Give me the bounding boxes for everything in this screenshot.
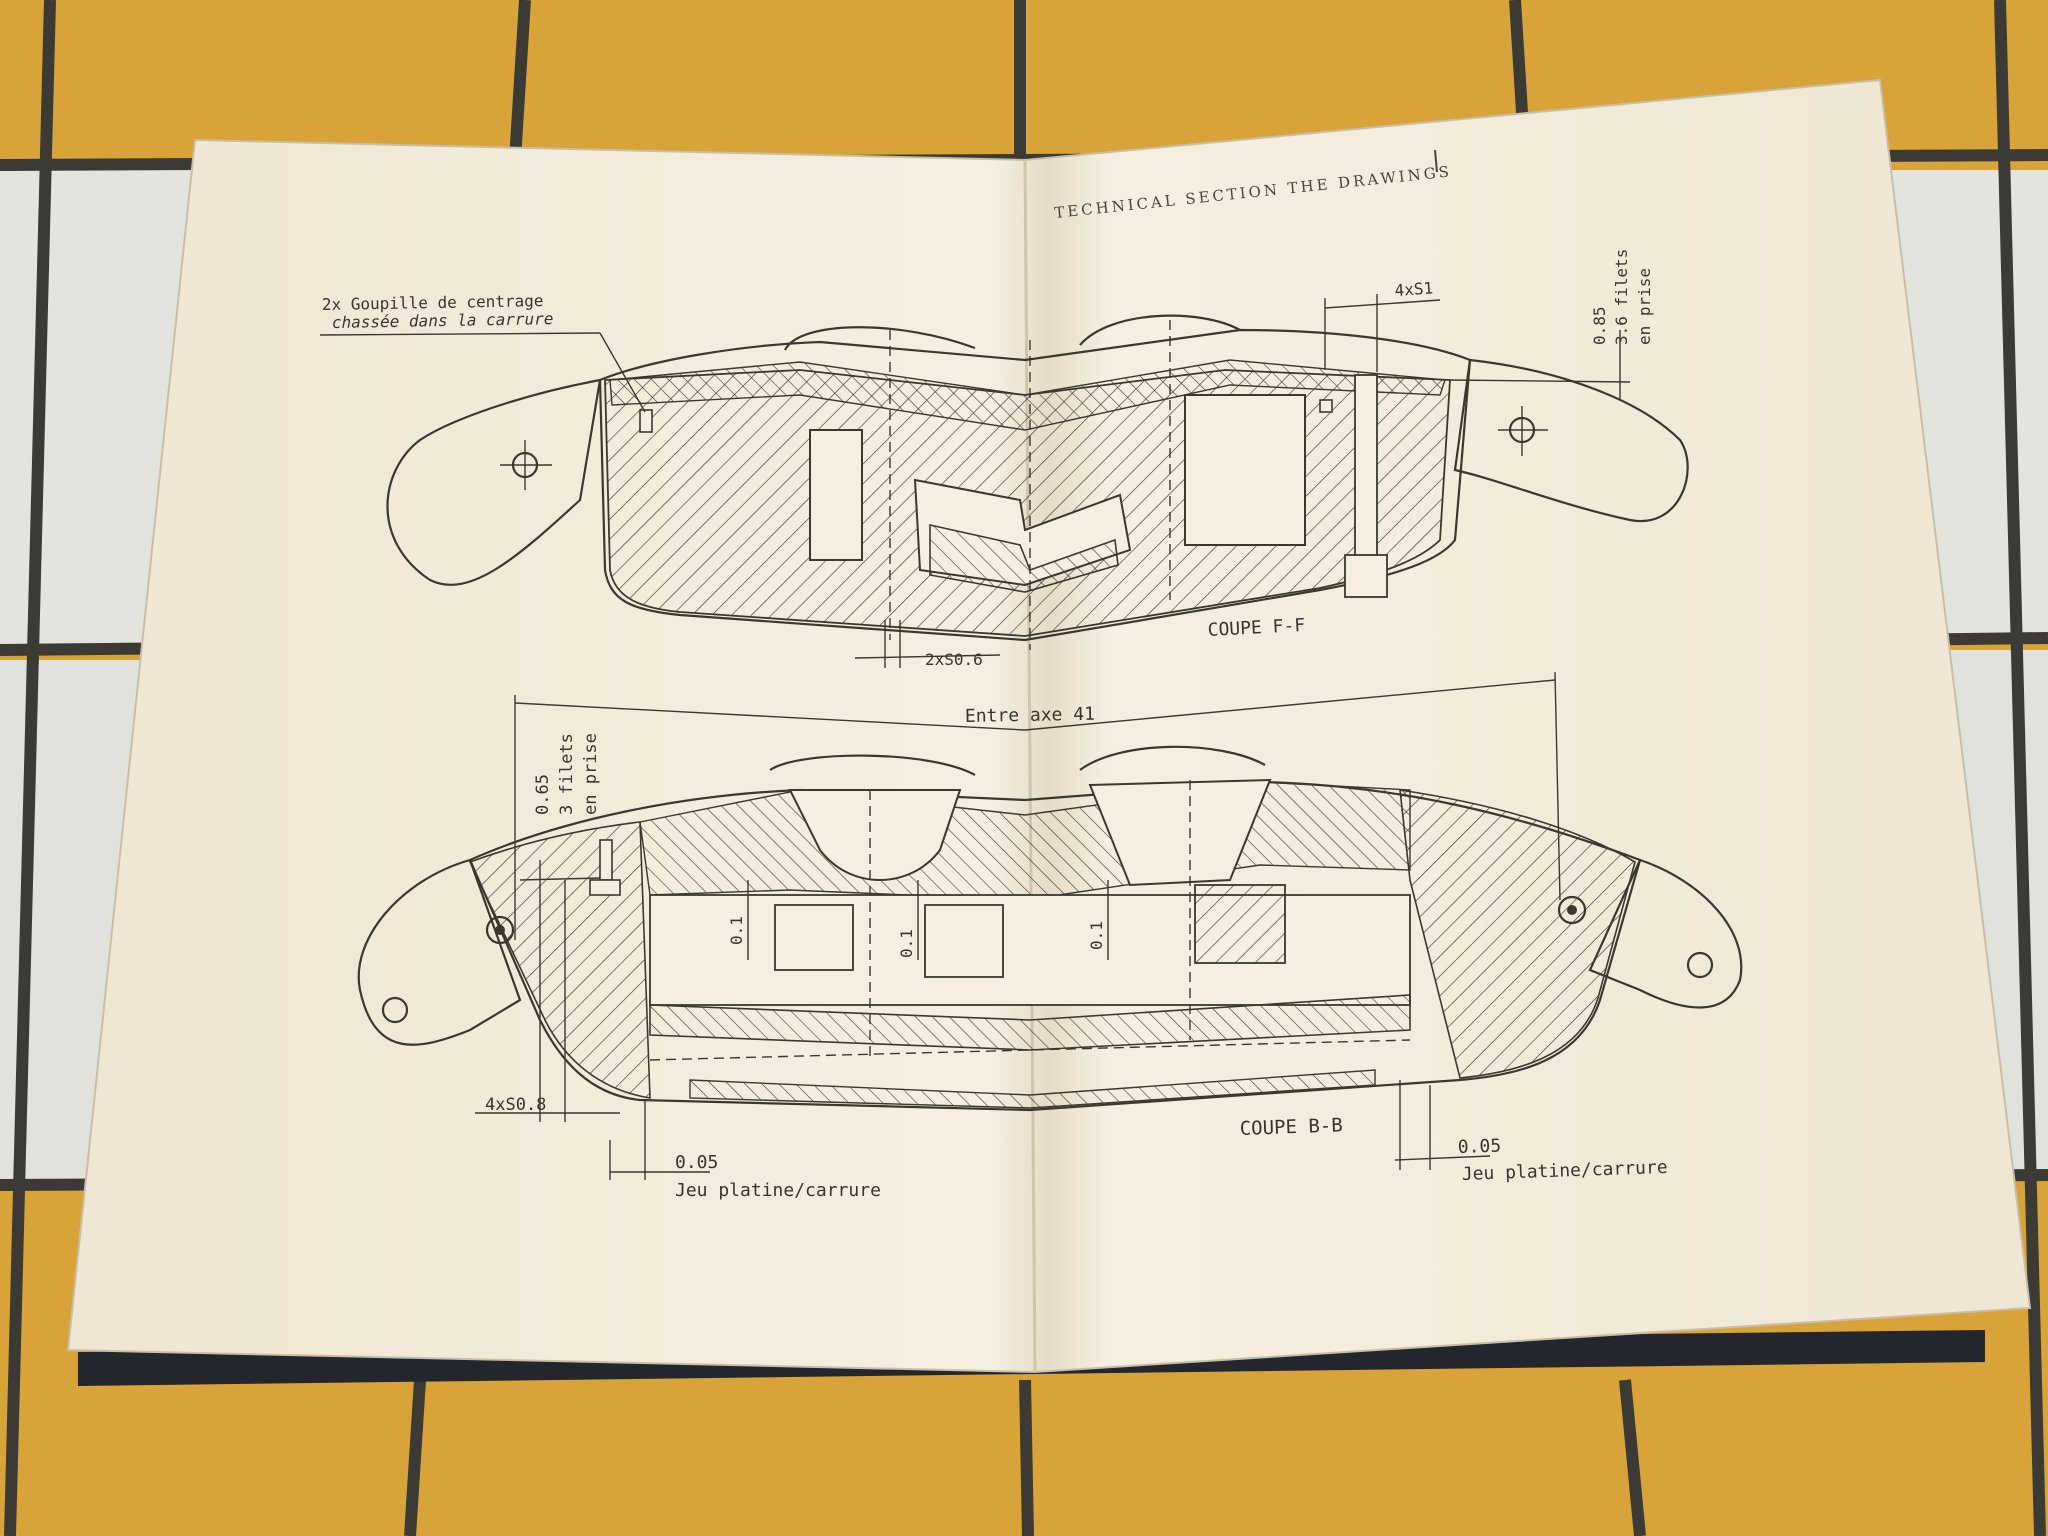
label-pins-line2: chassée dans la carrure — [332, 309, 554, 332]
dim-threads-ff-line1: 3.6 filets — [1612, 249, 1631, 345]
dim-depth-bb: 0.65 — [533, 774, 553, 815]
label-pins-line1: 2x Goupille de centrage — [322, 291, 544, 314]
dim-bottom-ff: 2xS0.6 — [925, 650, 983, 669]
dim-screw-bb: 4xS0.8 — [485, 1095, 546, 1115]
dim-threads-bb-line1: 3 filets — [557, 733, 577, 815]
clearance-1: 0.1 — [727, 916, 746, 945]
header-rule — [1434, 149, 1438, 173]
book-pages — [66, 78, 2032, 1374]
dim-axis-bb: Entre axe 41 — [965, 704, 1095, 727]
section-ff-title: COUPE F-F — [1207, 615, 1306, 641]
clearance-3: 0.1 — [1087, 921, 1106, 950]
dim-depth-ff: 0.85 — [1590, 306, 1609, 345]
book-spine — [1023, 159, 1037, 1373]
section-ff-drawing — [319, 294, 1689, 668]
section-bb-drawing — [357, 671, 1743, 1180]
gap-left-value: 0.05 — [675, 1152, 718, 1173]
dim-screw-ff: 4xS1 — [1394, 278, 1434, 300]
dim-threads-ff-line2: en prise — [1635, 268, 1654, 345]
dim-threads-bb-line2: en prise — [581, 733, 601, 815]
gap-left-label: Jeu platine/carrure — [675, 1180, 881, 1201]
section-bb-title: COUPE B-B — [1239, 1114, 1343, 1140]
gap-right-value: 0.05 — [1457, 1135, 1501, 1158]
clearance-2: 0.1 — [897, 929, 916, 958]
